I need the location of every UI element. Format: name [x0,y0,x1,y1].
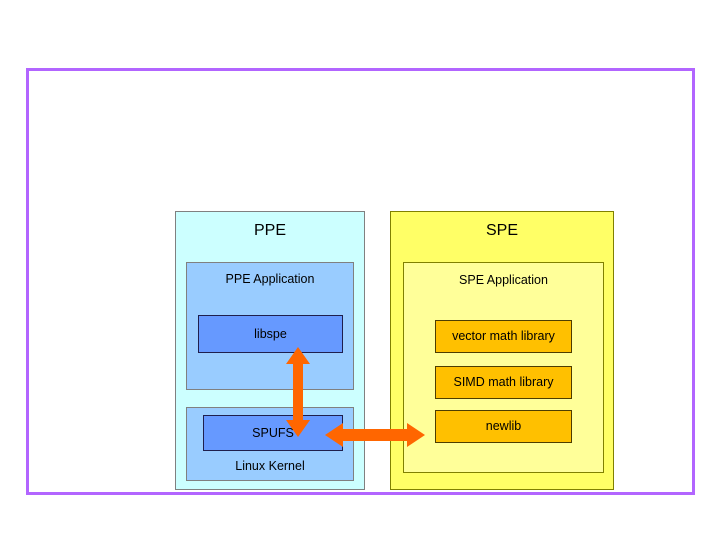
newlib-label: newlib [485,419,522,434]
spufs-box[interactable]: SPUFS [203,415,343,451]
libspe-box[interactable]: libspe [198,315,343,353]
simd-math-library-box[interactable]: SIMD math library [435,366,572,399]
ppe-application-label: PPE Application [225,272,315,286]
simd-math-library-label: SIMD math library [453,375,554,390]
spe-application-label: SPE Application [459,273,548,287]
ppe-title: PPE [253,222,286,239]
spufs-label: SPUFS [252,425,294,440]
vector-math-library-label: vector math library [452,329,555,344]
slide-frame: PPE PPE Application libspe Linux Kernel … [26,68,695,495]
libspe-spufs-double-arrow-icon [286,347,310,437]
vector-math-library-box[interactable]: vector math library [435,320,572,353]
linux-kernel-label: Linux Kernel [235,458,305,473]
spe-title: SPE [485,222,518,239]
spufs-spe-double-arrow-icon [325,423,425,447]
newlib-box[interactable]: newlib [435,410,572,443]
libspe-label: libspe [254,326,287,341]
